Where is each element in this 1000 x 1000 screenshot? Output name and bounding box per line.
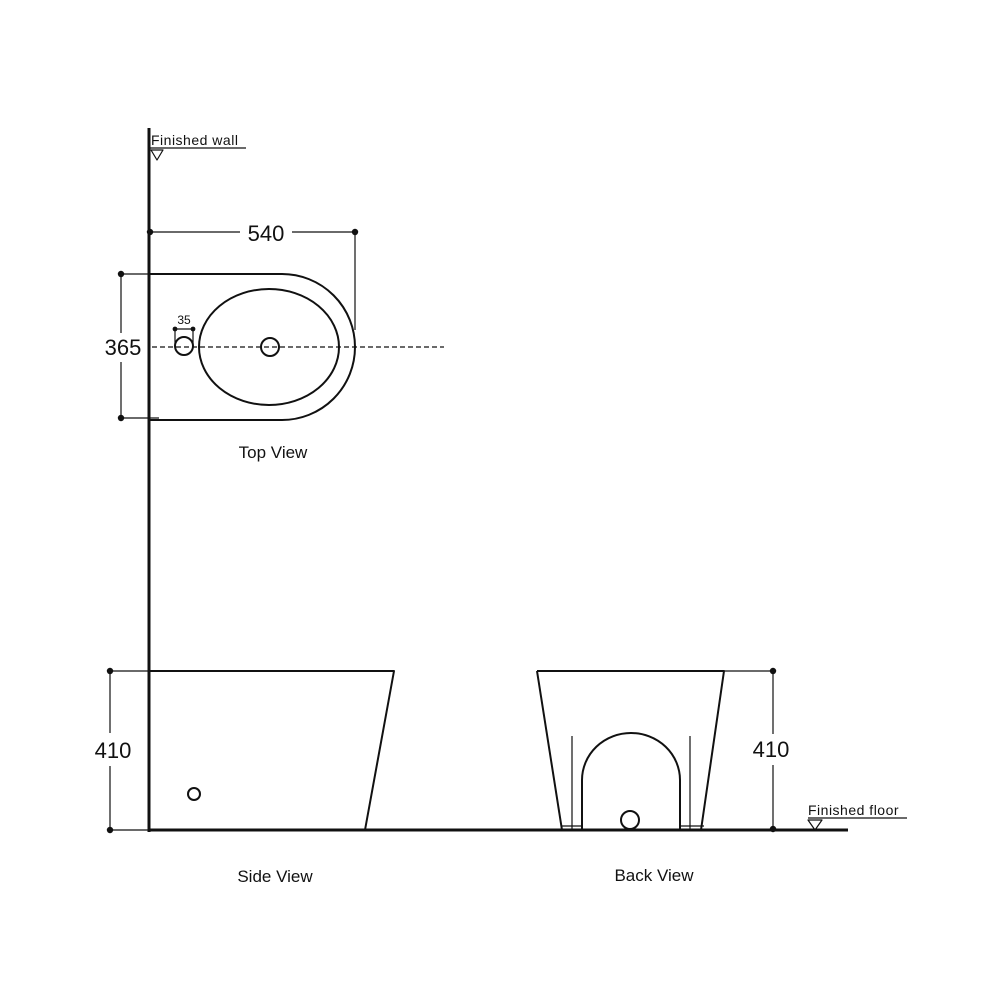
outlet-hole-icon [620, 810, 640, 830]
back-arch-outline [581, 732, 681, 830]
dim-dot [172, 326, 178, 332]
wall-marker-triangle-icon [150, 149, 164, 161]
bidet-back-outline-left [536, 670, 563, 831]
finished-floor-marker: Finished floor [807, 802, 907, 831]
floor-marker-triangle-icon [807, 819, 823, 831]
tap-offset-label: 35 [177, 313, 191, 327]
top-view: 540 365 35 Top View [105, 221, 444, 462]
top-view-title: Top View [239, 443, 308, 462]
depth-dimension-label: 540 [248, 221, 285, 246]
side-height-label: 410 [95, 738, 132, 763]
back-view-title: Back View [614, 866, 694, 885]
dim-dot [146, 228, 154, 236]
side-view: 410 Side View [95, 667, 395, 886]
bidet-back-outline-right [537, 670, 725, 831]
back-view: 410 Back View [536, 667, 790, 885]
tap-hole-icon [174, 336, 194, 356]
dim-dot [117, 414, 125, 422]
side-view-title: Side View [237, 867, 313, 886]
dim-dot [106, 667, 114, 675]
width-dimension-label: 365 [105, 335, 142, 360]
dim-dot [106, 826, 114, 834]
dim-dot [769, 825, 777, 833]
bidet-side-outline [150, 670, 395, 831]
dim-dot [769, 667, 777, 675]
back-height-label: 410 [753, 737, 790, 762]
dim-dot [117, 270, 125, 278]
inlet-hole-icon [187, 787, 201, 801]
finished-wall-marker: Finished wall [150, 132, 246, 161]
finished-floor-label: Finished floor [808, 802, 899, 818]
dim-dot [351, 228, 359, 236]
dim-dot [190, 326, 196, 332]
finished-wall-label: Finished wall [151, 132, 238, 148]
